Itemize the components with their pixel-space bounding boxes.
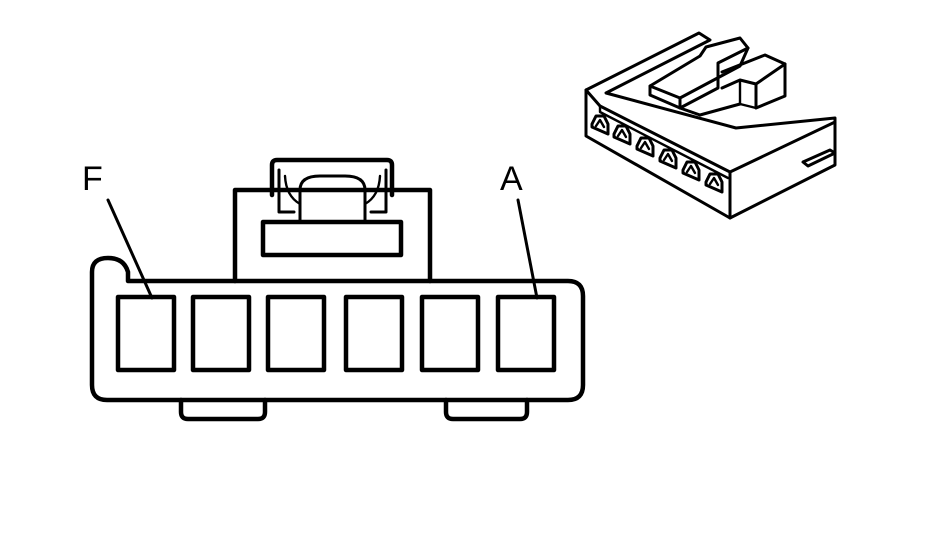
pin-label-a: A [500, 160, 523, 198]
iso-pin-openings [590, 114, 724, 194]
iso-housing [584, 31, 837, 220]
pin-cavity-a [495, 294, 557, 373]
leader-line-f [106, 198, 154, 300]
leader-line-a [516, 198, 539, 300]
iso-latch [648, 36, 787, 117]
connector-isometric-view [584, 31, 837, 220]
pin-label-f: F [82, 160, 103, 198]
latch-clip [260, 157, 404, 258]
iso-front-inner-edge [598, 104, 730, 180]
latch-block [232, 187, 433, 284]
iso-side-rail [801, 148, 837, 168]
pin-cavity-b [419, 294, 481, 373]
iso-front-top-edge [584, 88, 837, 174]
pin-cavity-c [343, 294, 405, 373]
pin-cavity-f [115, 294, 177, 373]
connector-foot-left [178, 397, 268, 422]
connector-housing [89, 255, 586, 403]
pin-cavity-e [190, 294, 252, 373]
connector-foot-right [443, 397, 530, 422]
connector-face-view: F A [82, 157, 586, 422]
pin-cavity-d [265, 294, 327, 373]
